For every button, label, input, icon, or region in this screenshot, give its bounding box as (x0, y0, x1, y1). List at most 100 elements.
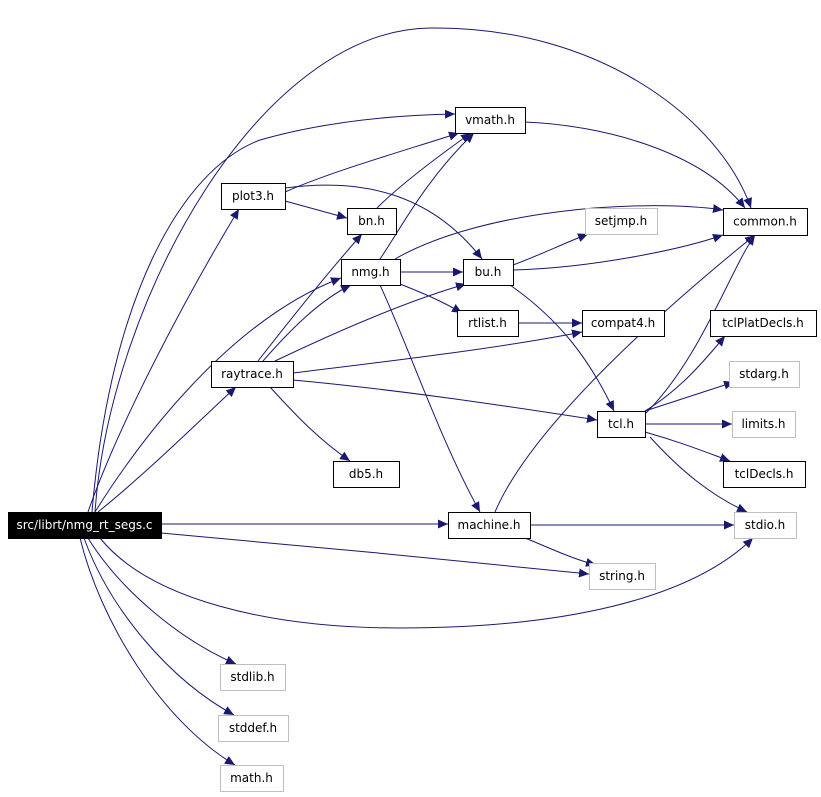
node-label-tcl: tcl.h (608, 417, 634, 431)
edge-root-to-string (160, 532, 590, 578)
node-stdarg: stdarg.h (729, 361, 800, 388)
edge-plot3-to-bu (284, 184, 483, 260)
node-label-machine: machine.h (458, 518, 521, 532)
edge-raytrace-to-nmg (262, 284, 352, 362)
node-label-vmath: vmath.h (465, 113, 515, 127)
edge-bu-to-tcl (509, 284, 615, 412)
node-box-tclplatdecls (710, 310, 817, 337)
node-label-root: src/librt/nmg_rt_segs.c (17, 518, 153, 532)
edge-raytrace-to-bu (274, 282, 467, 362)
node-box-stdarg (729, 361, 800, 388)
edge-root-to-raytrace (97, 386, 237, 513)
node-label-plot3: plot3.h (232, 189, 274, 203)
edge-machine-to-string (524, 537, 597, 567)
node-box-string (589, 563, 656, 590)
node-plot3[interactable]: plot3.h (221, 183, 286, 210)
node-box-raytrace (211, 361, 294, 388)
node-box-tcldecls (723, 461, 806, 488)
edge-root-to-math (79, 537, 236, 766)
node-label-bn: bn.h (358, 214, 385, 228)
node-bn[interactable]: bn.h (347, 208, 397, 235)
edge-bn-to-vmath (376, 132, 472, 209)
node-box-plot3 (221, 183, 286, 210)
node-label-rtlist: rtlist.h (468, 316, 507, 330)
node-label-math: math.h (230, 771, 273, 785)
edge-machine-to-common (494, 234, 756, 513)
node-label-stdio: stdio.h (745, 518, 785, 532)
node-box-bu (463, 259, 514, 286)
node-label-tcldecls: tclDecls.h (735, 467, 794, 481)
node-box-root (8, 512, 162, 539)
node-tcl[interactable]: tcl.h (597, 411, 646, 438)
node-bu[interactable]: bu.h (463, 259, 514, 286)
node-box-db5 (333, 461, 400, 488)
node-box-rtlist (457, 310, 519, 337)
node-common[interactable]: common.h (723, 208, 808, 236)
node-string: string.h (589, 563, 656, 590)
edge-root-to-plot3 (87, 208, 240, 513)
node-label-stddef: stddef.h (229, 721, 277, 735)
edge-tcl-to-stdio (649, 436, 748, 513)
node-machine[interactable]: machine.h (448, 512, 531, 539)
node-box-math (220, 765, 284, 792)
edge-root-to-common (94, 27, 752, 513)
node-box-stdlib (220, 664, 286, 691)
node-math: math.h (220, 765, 284, 792)
edge-raytrace-to-bn (257, 233, 363, 362)
node-label-stdarg: stdarg.h (739, 367, 789, 381)
edge-root-to-nmg (94, 277, 342, 513)
node-box-nmg (341, 259, 401, 286)
edge-root-to-vmath (91, 109, 456, 513)
edge-plot3-to-vmath (284, 131, 460, 193)
edge-tcl-to-stdarg (644, 380, 735, 412)
edge-nmg-to-rtlist (399, 283, 463, 314)
node-box-vmath (455, 107, 526, 134)
node-limits: limits.h (732, 411, 796, 438)
node-tcldecls[interactable]: tclDecls.h (723, 461, 806, 488)
node-label-compat4: compat4.h (591, 316, 655, 330)
edges (79, 27, 756, 766)
edge-nmg-to-common (394, 204, 724, 260)
node-setjmp: setjmp.h (585, 208, 658, 235)
edge-nmg-to-vmath (379, 132, 475, 260)
node-label-bu: bu.h (475, 265, 502, 279)
node-db5[interactable]: db5.h (333, 461, 400, 488)
node-box-machine (448, 512, 531, 539)
edge-bu-to-common (512, 234, 724, 271)
node-label-tclplatdecls: tclPlatDecls.h (722, 316, 804, 330)
node-vmath[interactable]: vmath.h (455, 107, 526, 134)
node-stdio: stdio.h (734, 512, 797, 539)
node-raytrace[interactable]: raytrace.h (211, 361, 294, 388)
node-nmg[interactable]: nmg.h (341, 259, 401, 286)
edge-root-to-stdlib (87, 537, 237, 665)
edge-root-to-stddef (83, 537, 235, 716)
node-stdlib: stdlib.h (220, 664, 286, 691)
node-label-setjmp: setjmp.h (595, 214, 647, 228)
node-box-stddef (218, 715, 289, 742)
node-tclplatdecls[interactable]: tclPlatDecls.h (710, 310, 817, 337)
node-box-stdio (734, 512, 797, 539)
edge-tcl-to-tcldecls (644, 431, 731, 462)
node-box-tcl (597, 411, 646, 438)
edge-raytrace-to-db5 (269, 386, 351, 462)
node-label-limits: limits.h (741, 417, 785, 431)
node-label-string: string.h (599, 569, 645, 583)
edge-raytrace-to-tcl (292, 379, 598, 423)
node-rtlist[interactable]: rtlist.h (457, 310, 519, 337)
edge-nmg-to-machine (379, 284, 481, 513)
edge-root-to-stdio (99, 537, 754, 629)
edge-tcl-to-tclplatdecls (644, 335, 726, 412)
node-label-raytrace: raytrace.h (221, 367, 283, 381)
node-compat4[interactable]: compat4.h (582, 310, 665, 337)
node-root[interactable]: src/librt/nmg_rt_segs.c (8, 512, 162, 539)
node-label-common: common.h (733, 215, 797, 229)
node-box-limits (732, 411, 796, 438)
edge-vmath-to-common (524, 121, 746, 209)
node-label-nmg: nmg.h (351, 265, 389, 279)
nodes: src/librt/nmg_rt_segs.c vmath.h plot3.h bn.… (8, 107, 817, 792)
node-stddef: stddef.h (218, 715, 289, 742)
edge-plot3-to-bn (284, 200, 348, 220)
node-box-common (723, 208, 808, 236)
node-label-db5: db5.h (349, 467, 383, 481)
